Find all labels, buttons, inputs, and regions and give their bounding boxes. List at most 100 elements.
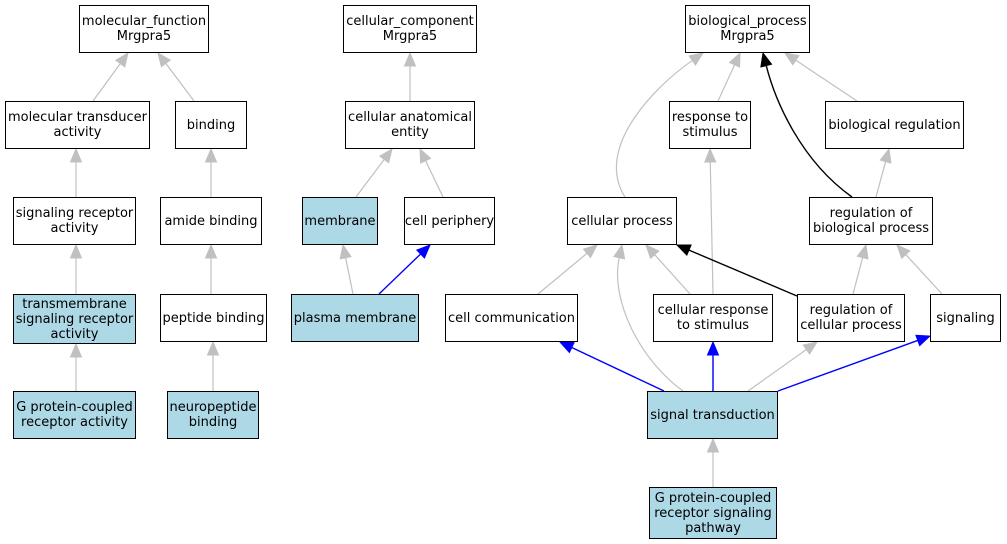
edge-reg-cell-process-to-reg-bio-process xyxy=(852,257,864,295)
edge-tm-sig-receptor-to-sig-receptor-arrowhead xyxy=(69,243,83,259)
edge-membrane-to-cell-anat-entity xyxy=(355,159,385,198)
node-cell-periphery[interactable]: cell periphery xyxy=(404,197,495,245)
node-label-line: molecular transducer xyxy=(7,110,148,125)
node-label-line: cellular process xyxy=(800,318,902,333)
node-plasma-membrane[interactable]: plasma membrane xyxy=(291,294,419,342)
node-label-line: biological regulation xyxy=(828,117,961,133)
edge-cell-comm-to-cellular-process xyxy=(537,252,588,295)
edge-signal-transduction-to-signaling xyxy=(777,339,919,392)
edge-signal-transduction-to-cellular-process xyxy=(617,257,684,392)
node-label-line: cellular anatomical xyxy=(348,110,472,125)
edge-cell-anat-entity-to-cc-root-arrowhead xyxy=(403,51,417,67)
node-label-line: stimulus xyxy=(682,125,738,140)
edge-plasma-membrane-to-cell-periphery-arrowhead xyxy=(415,244,431,259)
node-label-line: signaling xyxy=(936,310,995,326)
edge-gpcr-pathway-to-signal-transduction-arrowhead xyxy=(706,437,720,453)
node-label-line: transmembrane xyxy=(22,296,127,312)
node-label-line: Mrgpra5 xyxy=(382,29,438,44)
edge-cell-response-to-response-stimulus-arrowhead xyxy=(704,147,717,163)
edge-reg-bio-process-to-bio-regulation-arrowhead xyxy=(879,147,892,164)
edge-response-stimulus-to-bp-root-arrowhead xyxy=(728,51,741,68)
edge-bio-regulation-to-bp-root-arrowhead xyxy=(783,52,800,66)
edge-reg-cell-process-to-cellular-process xyxy=(688,249,798,297)
edge-response-stimulus-to-bp-root xyxy=(717,64,736,102)
node-peptide-binding[interactable]: peptide binding xyxy=(160,294,267,342)
node-cellular-process[interactable]: cellular process xyxy=(567,197,677,245)
edge-amide-binding-to-binding-arrowhead xyxy=(204,147,218,163)
edge-cell-periphery-to-cell-anat-entity-arrowhead xyxy=(419,147,432,164)
edge-mol-transducer-to-mf-root-arrowhead xyxy=(114,51,129,68)
edge-signal-transduction-to-reg-cell-process-arrowhead xyxy=(802,341,819,355)
node-label-line: regulation of xyxy=(809,303,893,318)
edge-cellular-process-to-bp-root xyxy=(615,59,693,198)
node-label-line: activity xyxy=(50,326,99,342)
edge-neuropeptide-binding-to-peptide-binding-arrowhead xyxy=(206,340,220,356)
node-label-line: neuropeptide xyxy=(169,400,257,415)
edge-plasma-membrane-to-membrane-arrowhead xyxy=(339,243,352,260)
edge-signaling-to-reg-bio-process-arrowhead xyxy=(896,244,911,260)
node-label-line: signaling receptor xyxy=(15,311,134,327)
node-label-line: cell periphery xyxy=(404,213,495,229)
node-label-line: G protein-coupled xyxy=(16,400,133,415)
node-label-line: response to xyxy=(671,110,749,125)
node-label-line: Mrgpra5 xyxy=(720,29,775,44)
node-label-line: signaling receptor xyxy=(15,206,134,221)
edge-reg-bio-process-to-bp-root xyxy=(765,65,853,198)
node-label-line: cellular_component xyxy=(346,14,474,29)
node-label-line: cellular response xyxy=(657,303,769,318)
node-cell-comm[interactable]: cell communication xyxy=(445,294,578,342)
edge-signal-transduction-to-cell-comm-arrowhead xyxy=(558,341,575,354)
edge-signaling-to-reg-bio-process xyxy=(905,254,943,295)
node-label-line: amide binding xyxy=(164,213,258,229)
edge-gpcr-activity-to-tm-sig-receptor-arrowhead xyxy=(69,342,83,358)
edge-plasma-membrane-to-membrane xyxy=(345,257,354,295)
node-label-line: Mrgpra5 xyxy=(116,29,172,44)
edge-cell-comm-to-cellular-process-arrowhead xyxy=(582,244,598,259)
node-bio-regulation[interactable]: biological regulation xyxy=(825,101,964,149)
edge-cell-response-to-cellular-process xyxy=(654,254,691,295)
node-membrane[interactable]: membrane xyxy=(302,197,378,245)
node-amide-binding[interactable]: amide binding xyxy=(160,197,262,245)
node-label-line: peptide binding xyxy=(162,310,265,326)
edge-mol-transducer-to-mf-root xyxy=(92,63,121,102)
node-signaling[interactable]: signaling xyxy=(930,294,1001,342)
edge-signal-transduction-to-cell-comm xyxy=(571,346,665,392)
node-label-line: molecular_function xyxy=(81,14,207,29)
edge-cell-response-to-response-stimulus xyxy=(709,161,714,295)
edge-signal-transduction-to-reg-cell-process xyxy=(747,349,807,392)
node-label-line: binding xyxy=(188,415,238,430)
edge-reg-cell-process-to-reg-bio-process-arrowhead xyxy=(856,243,869,260)
node-binding[interactable]: binding xyxy=(175,101,247,149)
node-label-line: signal transduction xyxy=(650,407,775,423)
node-label-line: entity xyxy=(391,125,429,140)
node-label-line: receptor signaling xyxy=(654,505,772,521)
node-label-line: plasma membrane xyxy=(293,310,417,326)
node-signal-transduction[interactable]: signal transduction xyxy=(647,391,778,439)
edge-cellular-process-to-bp-root-arrowhead xyxy=(688,52,705,66)
edge-binding-to-mf-root xyxy=(165,63,195,102)
edge-reg-bio-process-to-bio-regulation xyxy=(875,161,887,198)
node-label-line: biological process xyxy=(812,221,930,236)
edge-signal-transduction-to-cell-response-arrowhead xyxy=(706,340,720,356)
edge-membrane-to-cell-anat-entity-arrowhead xyxy=(378,147,393,164)
edge-reg-bio-process-to-bp-root-arrowhead xyxy=(760,51,773,68)
edge-cell-response-to-cellular-process-arrowhead xyxy=(645,244,660,260)
edge-signal-transduction-to-signaling-arrowhead xyxy=(915,334,932,347)
edge-reg-cell-process-to-cellular-process-arrowhead xyxy=(675,244,692,257)
node-label-line: biological_process xyxy=(688,14,807,29)
